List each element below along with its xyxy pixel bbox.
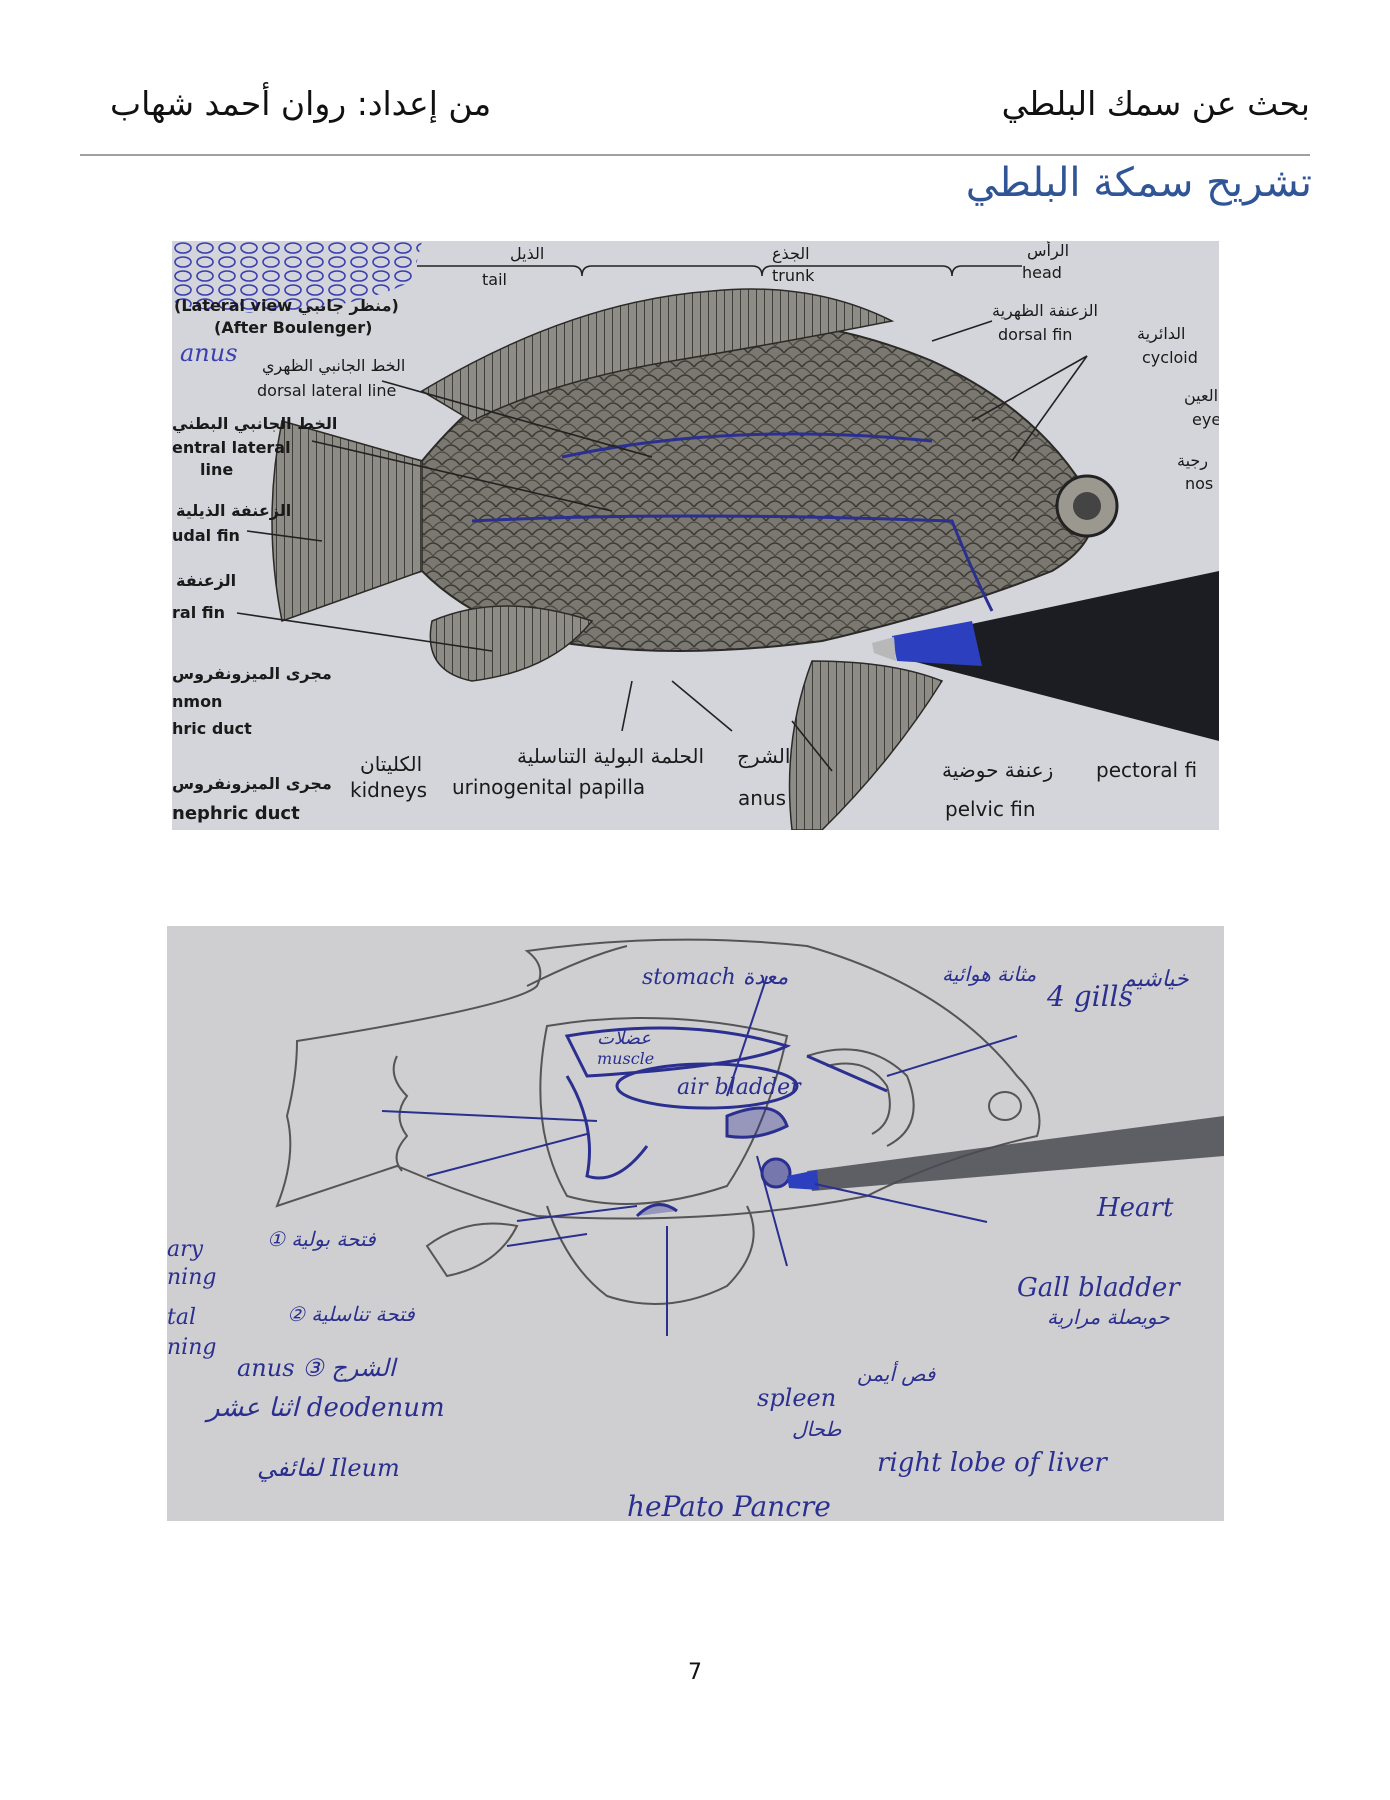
document-title: بحث عن سمك البلطي [1001, 84, 1310, 123]
page-number: 7 [688, 1660, 702, 1685]
anus-handwritten-label: anus [180, 339, 238, 367]
urinogenital-label-ar: الحلمة البولية التناسلية [517, 744, 704, 768]
gall-bladder-label: Gall bladder [1017, 1273, 1181, 1303]
annotation-arrows [381, 975, 1018, 1336]
ink-organ-drawings [564, 1026, 888, 1218]
mesonephric-label-en: nephric duct [172, 803, 300, 824]
pelvic-fin-label-en: pelvic fin [945, 797, 1036, 821]
after-boulenger-label: (After Boulenger) [214, 318, 372, 337]
duodenum-label: اثنا عشر deodenum [204, 1393, 445, 1423]
dorsal-fin-label-en: dorsal fin [998, 325, 1072, 344]
common-label-en: nmon [172, 692, 222, 711]
pelvic-fin-label-ar: زعنفة حوضية [942, 758, 1053, 782]
header-divider [80, 154, 1310, 156]
anus-label-en: anus [738, 786, 786, 810]
common-duct-label-ar: مجرى الميزونفروس [172, 664, 332, 683]
stomach-label: stomach معدة [642, 965, 789, 990]
muscle-label-en: muscle [597, 1049, 654, 1068]
left-edge-text-4: ning [167, 1335, 216, 1360]
air-bladder-label-ar: مثانة هوائية [942, 962, 1037, 986]
pencil-fish-outline [275, 938, 1041, 1305]
tail-label-ar: الذيل [510, 244, 544, 263]
eye-label-ar: العين [1184, 386, 1218, 406]
label-leader-lines [236, 265, 1088, 772]
left-edge-text-2: ning [167, 1265, 216, 1290]
head-label-ar: الرأس [1027, 241, 1069, 261]
head-label-en: head [1022, 263, 1062, 282]
right-lobe-label: right lobe of liver [877, 1448, 1108, 1478]
cycloid-label-en: cycloid [1142, 348, 1198, 367]
caudal-fin-label-ar: الزعنفة الذيلية [176, 501, 291, 520]
nos-label-ar: رجية [1177, 451, 1208, 471]
trunk-label-ar: الجذع [772, 244, 810, 264]
pectoral-fin-label-en: pectoral fi [1096, 758, 1197, 782]
anus-label-ar: الشرج [737, 744, 790, 768]
anus-label: anus ③ الشرج [237, 1354, 398, 1382]
left-edge-text-3: tal [167, 1305, 196, 1330]
dorsal-lateral-line-label-en: dorsal lateral line [257, 381, 396, 400]
pen-image [872, 571, 1219, 741]
anal-fin-label-en: ral fin [172, 603, 225, 622]
genital-opening-label: ② فتحة تناسلية [287, 1302, 415, 1326]
tail-label-en: tail [482, 270, 507, 289]
external-anatomy-figure: الذيل tail الجذع trunk الرأس head (Later… [172, 241, 1219, 830]
gills-label: 4 gills [1046, 980, 1133, 1013]
pen-image [787, 1116, 1224, 1191]
nephric-duct-label-en: hric duct [172, 719, 252, 738]
kidneys-label-ar: الكليتان [360, 752, 422, 776]
urinary-opening-label: ① فتحة بولية [267, 1227, 376, 1251]
left-edge-text-1: ary [167, 1237, 204, 1262]
nos-label-en: nos [1185, 474, 1213, 493]
blue-scribble-shape [172, 241, 422, 313]
mesonephric-label-ar: مجرى الميزونفروس [172, 774, 332, 793]
hepatopancreas-label: hePato Pancre [627, 1490, 831, 1521]
air-bladder-label: air bladder [677, 1075, 802, 1100]
caudal-fin-label-en: udal fin [172, 526, 240, 545]
author-line: من إعداد: روان أحمد شهاب [110, 84, 492, 123]
ileum-label: لفائفي Ileum [257, 1454, 400, 1482]
anal-fin-label-ar: الزعنفة [176, 571, 236, 590]
ventral-lateral-line-label-en: entral lateral [172, 438, 291, 457]
muscle-label-ar: عضلات [597, 1028, 651, 1049]
gall-bladder-label-ar: حويصلة مرارية [1047, 1305, 1170, 1329]
spleen-label: spleen [757, 1384, 836, 1412]
eye-label-en: eye [1192, 410, 1219, 429]
page-header: بحث عن سمك البلطي من إعداد: روان أحمد شه… [80, 80, 1310, 130]
urinogenital-label-en: urinogenital papilla [452, 775, 645, 799]
cycloid-label-ar: الدائرية [1137, 324, 1185, 344]
gills-label-ar: خياشيم [1122, 967, 1189, 992]
fish-illustration [271, 288, 1119, 830]
dorsal-lateral-line-label-ar: الخط الجانبي الظهري [262, 356, 405, 376]
section-heading: تشريح سمكة البلطي [965, 160, 1312, 206]
kidneys-label-en: kidneys [350, 778, 427, 802]
trunk-label-en: trunk [772, 266, 815, 285]
lateral-view-label: (Lateral view منظر جانبي) [174, 296, 399, 316]
dorsal-fin-label-ar: الزعنفة الظهرية [992, 301, 1098, 321]
right-lobe-label-ar: فص أيمن [857, 1361, 936, 1386]
spleen-label-ar: طحال [792, 1417, 843, 1441]
ventral-lateral-line-label-ar: الخط الجانبي البطني [172, 414, 337, 434]
internal-anatomy-figure: stomach معدة مثانة هوائية 4 gills خياشيم… [167, 926, 1224, 1521]
line-label-en: line [200, 460, 233, 479]
heart-label: Heart [1096, 1193, 1174, 1223]
